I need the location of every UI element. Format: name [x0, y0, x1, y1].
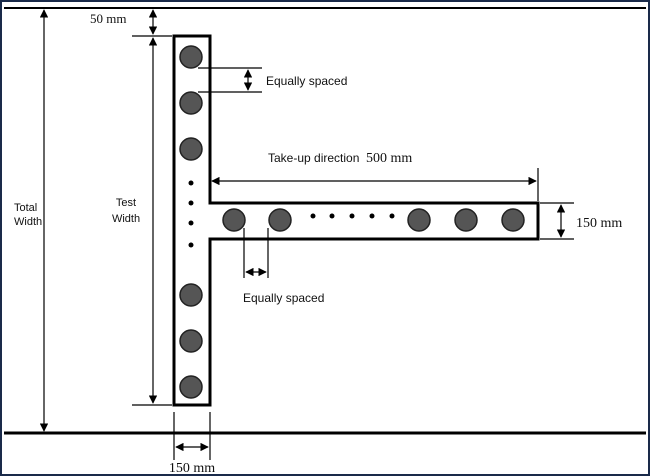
sample-circle [268, 208, 292, 232]
ellipsis-dot [188, 220, 194, 226]
ellipsis-dot [188, 180, 194, 186]
bottom-width-dimension: 150 mm [169, 412, 215, 476]
ellipsis-dot [188, 200, 194, 206]
takeup-length-dimension: Take-up direction 500 mm [211, 151, 539, 201]
arm-width-label: 150 mm [576, 216, 622, 231]
total-width-dimension: Total Width [14, 9, 49, 432]
sample-circle [501, 208, 525, 232]
test-width-label-line1: Test [116, 197, 136, 209]
sample-circle [179, 91, 203, 115]
vertical-sample-column [179, 45, 203, 399]
equally-spaced-horizontal-dimension: Equally spaced [243, 228, 324, 305]
ellipsis-dot [329, 213, 335, 219]
total-width-label-line2: Width [14, 216, 42, 228]
horizontal-sample-row [222, 208, 525, 232]
ellipsis-dot [188, 242, 194, 248]
sample-circle [454, 208, 478, 232]
sample-circle [179, 137, 203, 161]
ellipsis-dot [349, 213, 355, 219]
bottom-width-label: 150 mm [169, 461, 215, 476]
total-width-label-line1: Total [14, 202, 37, 214]
ellipsis-dot [310, 213, 316, 219]
ellipsis-dot [389, 213, 395, 219]
test-width-label-line2: Width [112, 213, 140, 225]
top-offset-dimension: 50 mm [90, 9, 172, 37]
sample-circle [222, 208, 246, 232]
ellipsis-dot [369, 213, 375, 219]
sample-circle [179, 45, 203, 69]
equally-spaced-top-label: Equally spaced [266, 74, 347, 88]
equally-spaced-bottom-label: Equally spaced [243, 291, 324, 305]
sample-circle [179, 283, 203, 307]
test-width-dimension: Test Width [112, 37, 172, 406]
takeup-length-label: 500 mm [366, 151, 412, 166]
sample-circle [179, 375, 203, 399]
sample-circle [179, 329, 203, 353]
equally-spaced-vertical-dimension: Equally spaced [198, 67, 347, 93]
sample-circle [407, 208, 431, 232]
top-offset-label: 50 mm [90, 11, 126, 26]
takeup-direction-label: Take-up direction [268, 151, 359, 165]
arm-width-dimension: 150 mm [540, 202, 622, 240]
